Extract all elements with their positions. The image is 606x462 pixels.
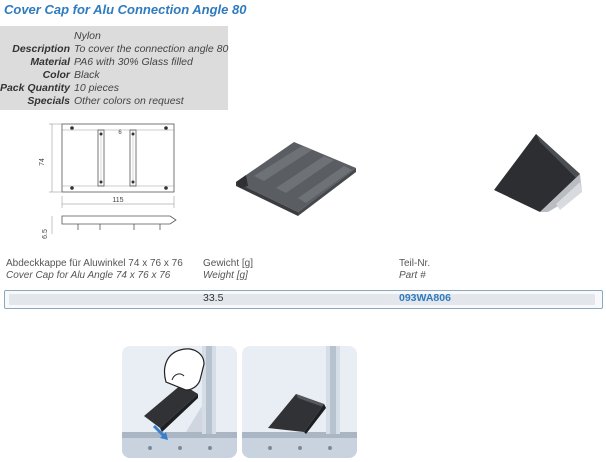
spec-row-specials: Specials Other colors on request (0, 95, 228, 108)
angle-with-cap-photo (494, 134, 582, 212)
spec-key: Specials (27, 95, 70, 107)
product-title: Cover Cap for Alu Connection Angle 80 (4, 2, 247, 17)
spec-panel: Nylon Description To cover the connectio… (0, 26, 228, 110)
col-weight-de: Gewicht [g] (203, 258, 254, 269)
technical-drawing: 74 115 6 6.5 (39, 123, 177, 239)
spec-key: Pack Quantity (0, 82, 70, 94)
spec-key: Material (30, 56, 70, 68)
col-weight-en: Weight [g] (203, 270, 248, 281)
hand-install-illustration (122, 346, 237, 458)
dimension-small: 6 (118, 130, 122, 136)
spec-value: To cover the connection angle 80 (74, 43, 229, 55)
weight-value: 33.5 (203, 292, 224, 304)
spec-value: Black (74, 69, 100, 81)
dimension-width: 115 (112, 197, 123, 204)
col-description-en: Cover Cap for Alu Angle 74 x 76 x 76 (6, 270, 171, 281)
col-part-en: Part # (399, 270, 426, 281)
spec-row-pack-quantity: Pack Quantity 10 pieces (0, 82, 228, 95)
spec-value: 10 pieces (74, 82, 119, 94)
spec-row-color: Color Black (0, 69, 228, 82)
table-row-fill (9, 294, 595, 305)
spec-value: PA6 with 30% Glass filled (74, 56, 193, 68)
dimension-height: 74 (39, 158, 46, 166)
install-illustration-hand (122, 346, 237, 458)
spec-key: Color (42, 69, 70, 81)
part-number-link[interactable]: 093WA806 (399, 292, 451, 304)
dimension-thickness: 6.5 (42, 229, 49, 239)
spec-type-value: Nylon (74, 30, 101, 42)
spec-key: Description (12, 43, 70, 55)
cap-product-photo (236, 142, 356, 216)
spec-row-description: Description To cover the connection angl… (0, 43, 228, 56)
spec-row-type: Nylon (0, 30, 228, 43)
install-illustration-result (242, 346, 357, 458)
table-row (4, 290, 603, 309)
mounted-cap-illustration (242, 346, 357, 458)
spec-row-material: Material PA6 with 30% Glass filled (0, 56, 228, 69)
spec-value: Other colors on request (74, 95, 184, 107)
col-description-de: Abdeckkappe für Aluwinkel 74 x 76 x 76 (6, 258, 183, 269)
col-part-de: Teil-Nr. (399, 258, 431, 269)
